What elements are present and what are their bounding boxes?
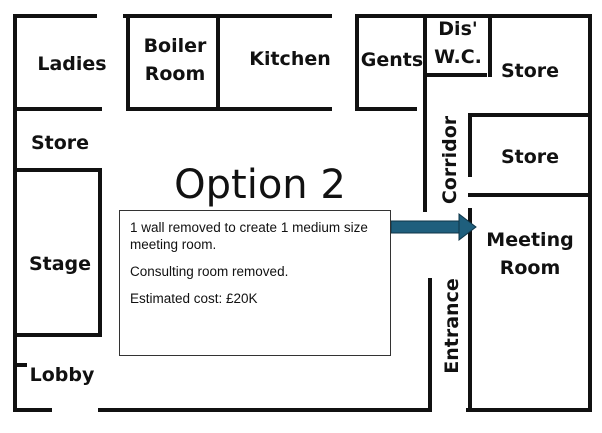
- room-label-kitchen: Kitchen: [249, 48, 331, 70]
- room-label-store-top-right: Store: [500, 60, 560, 82]
- room-label-entrance: Entrance: [441, 278, 463, 374]
- info-line-2: Consulting room removed.: [130, 264, 289, 279]
- room-label-store-right: Store: [500, 146, 560, 168]
- option-title: Option 2: [174, 162, 346, 208]
- room-label-gents: Gents: [360, 49, 424, 71]
- room-label-corridor: Corridor: [439, 115, 461, 205]
- room-label-stage: Stage: [28, 253, 92, 275]
- info-line-1: 1 wall removed to create 1 medium size m…: [130, 220, 368, 252]
- info-box: 1 wall removed to create 1 medium size m…: [119, 210, 391, 356]
- room-label-ladies: Ladies: [37, 53, 107, 75]
- room-label-store-left: Store: [30, 132, 90, 154]
- room-label-meeting-room: Meeting Room: [486, 229, 574, 279]
- info-line-3: Estimated cost: £20K: [130, 291, 258, 306]
- room-label-dis-wc: Dis' W.C.: [434, 18, 482, 68]
- arrow-right-icon: [390, 212, 477, 242]
- room-label-boiler-room: Boiler Room: [143, 35, 207, 85]
- room-label-lobby: Lobby: [29, 364, 95, 386]
